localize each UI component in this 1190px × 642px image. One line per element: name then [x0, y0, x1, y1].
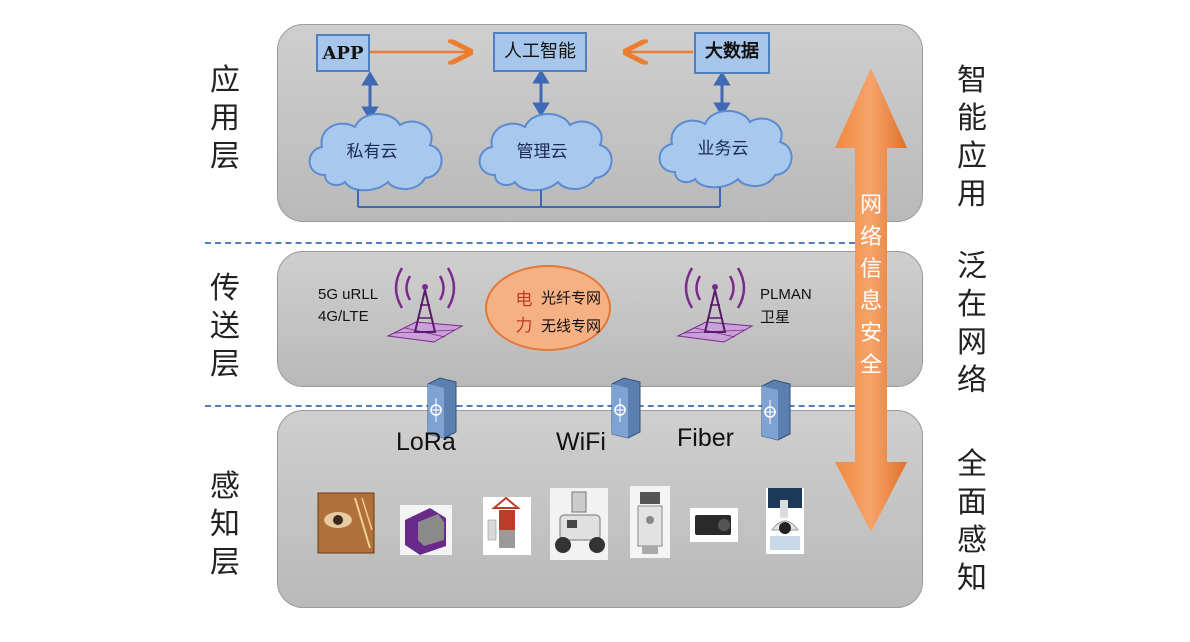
security-text: 网络信息安全	[859, 193, 882, 378]
separator-bottom	[205, 405, 865, 407]
plman-text: PLMAN	[760, 286, 812, 303]
fiber-label: Fiber	[677, 424, 734, 452]
full-perception-label: 全面感知	[952, 446, 992, 598]
private-network-list: 光纤专网 无线专网	[541, 284, 601, 340]
antenna-tower-icon	[386, 267, 464, 343]
plman-label: PLMAN 卫星	[760, 284, 812, 328]
power-char-column: 电 力	[514, 287, 534, 339]
fiber-network-text: 光纤专网	[541, 289, 602, 307]
wireless-network-text: 无线专网	[541, 317, 602, 335]
ubiquitous-network-text: 泛在网络	[957, 249, 987, 398]
separator-top	[205, 242, 865, 244]
bigdata-box: 大数据	[694, 32, 770, 74]
wifi-label: WiFi	[556, 428, 606, 456]
security-label: 网络信息安全	[851, 190, 891, 382]
app-box: APP	[316, 34, 370, 72]
business-cloud-label: 业务云	[697, 139, 749, 159]
power-char-1: 电	[515, 290, 533, 310]
transport-layer-text: 传送层	[210, 271, 240, 382]
business-cloud-shape	[658, 110, 793, 189]
private-cloud-shape	[308, 113, 443, 192]
private-cloud-label: 私有云	[346, 142, 398, 162]
smart-app-text: 智能应用	[957, 63, 987, 212]
lora-label: LoRa	[396, 428, 456, 456]
antenna-tower-icon	[676, 267, 754, 343]
partial-discharge-sensor-icon	[483, 496, 531, 555]
full-perception-text: 全面感知	[957, 447, 987, 596]
monitoring-terminal-icon	[630, 486, 670, 558]
cloud-bus	[357, 187, 721, 208]
ubiquitous-network-label: 泛在网络	[952, 248, 992, 400]
smart-app-label: 智能应用	[952, 62, 992, 214]
security-arrow-shape	[835, 68, 907, 532]
cellular-label: 5G uRLL 4G/LTE	[318, 284, 378, 328]
ai-cloud-link	[532, 69, 550, 117]
cellular-5g-text: 5G uRLL	[318, 286, 379, 303]
cellular-4g-text: 4G/LTE	[318, 308, 369, 325]
camera-device-icon	[690, 508, 738, 542]
bigdata-cloud-link	[713, 71, 731, 117]
vision-sensor-icon	[317, 492, 375, 554]
application-layer-label: 应用层	[205, 62, 245, 176]
perception-layer-label: 感知层	[205, 468, 245, 582]
power-char-2: 力	[515, 316, 533, 336]
satellite-text: 卫星	[760, 308, 791, 326]
management-cloud-label: 管理云	[516, 142, 568, 162]
inspection-robot-icon	[550, 488, 608, 560]
sensor-device-icon	[400, 505, 452, 555]
power-network-ellipse	[485, 265, 611, 351]
gateway-icon	[427, 377, 457, 439]
ai-box: 人工智能	[493, 32, 587, 72]
gateway-icon	[611, 377, 641, 439]
dome-camera-icon	[766, 488, 804, 554]
gateway-icon	[761, 379, 791, 441]
perception-layer-text: 感知层	[210, 469, 240, 580]
management-cloud-shape	[478, 113, 613, 192]
app-cloud-link	[361, 71, 379, 121]
transport-layer-label: 传送层	[205, 270, 245, 384]
application-layer-text: 应用层	[210, 63, 240, 174]
